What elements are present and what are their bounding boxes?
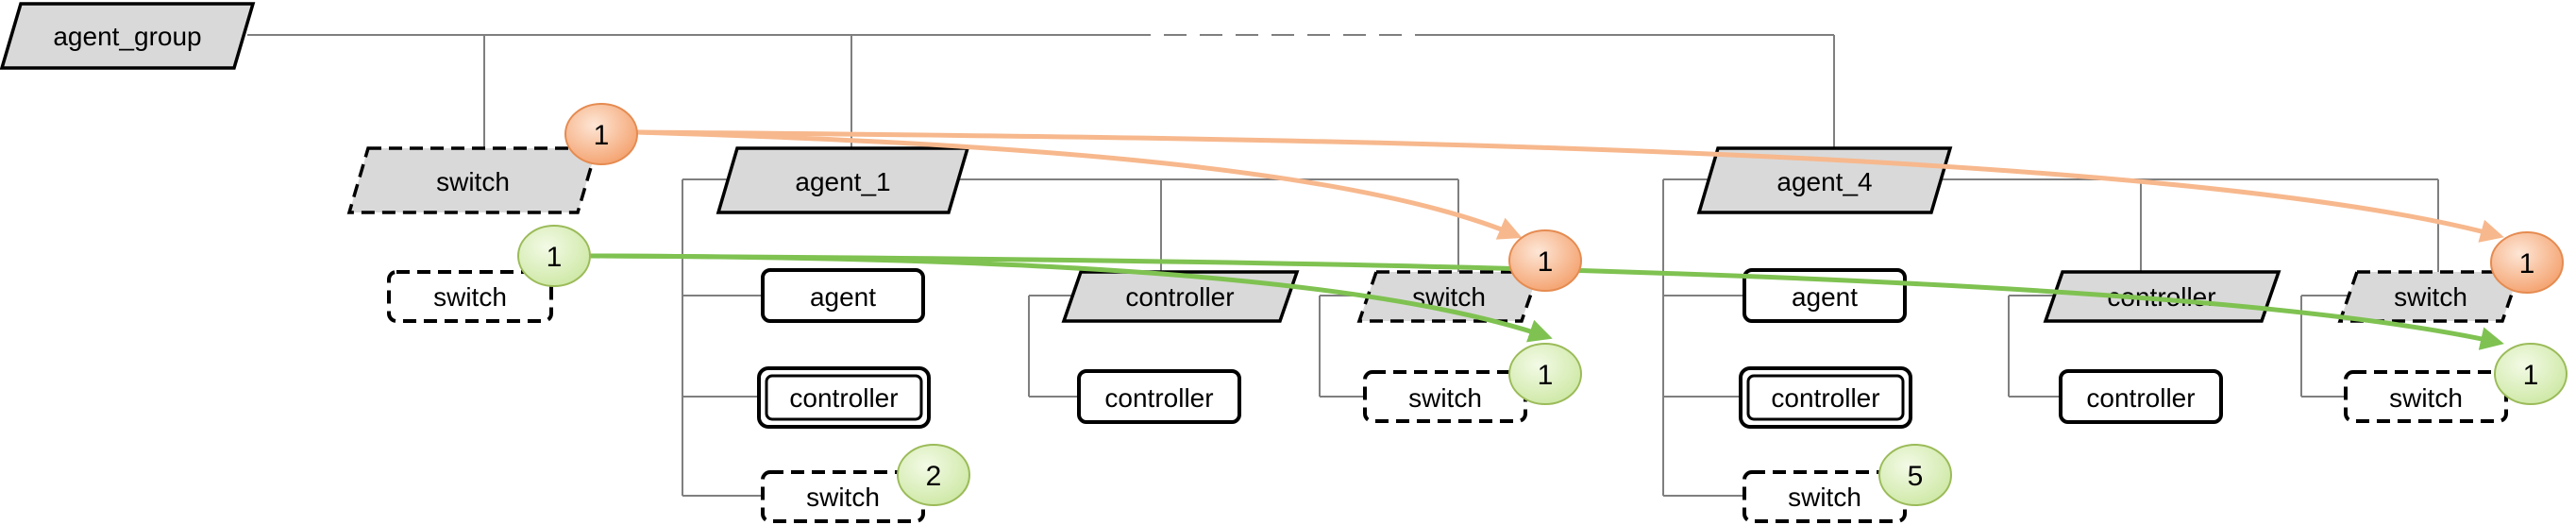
badge-green-agent-4-count-label: 5 xyxy=(1908,461,1924,492)
badge-green-source: 1 xyxy=(517,225,591,287)
node-agent-4-switch-label: switch xyxy=(1788,483,1861,512)
node-agent-1-switch[interactable]: switch xyxy=(761,470,925,523)
arrow-orange-to-agent-4 xyxy=(636,129,2504,243)
node-agent-group-label: agent_group xyxy=(53,22,201,51)
node-agent-1-switch-child-label: switch xyxy=(1408,383,1482,413)
badge-green-agent-4: 1 xyxy=(2494,343,2568,405)
arrow-green-to-agent-4 xyxy=(589,253,2504,350)
arrows xyxy=(589,129,2504,350)
node-switch-left-label: switch xyxy=(433,282,507,312)
badge-orange-agent-4: 1 xyxy=(2490,231,2564,294)
node-agent-4-controller-child[interactable]: controller xyxy=(2059,369,2223,424)
badge-green-source-label: 1 xyxy=(547,242,563,273)
badge-green-agent-1-count: 2 xyxy=(897,444,970,506)
node-agent-4-agent-label: agent xyxy=(1792,282,1858,312)
node-agent-4-controller-para[interactable]: controller xyxy=(2043,270,2281,323)
node-agent-1-controller-child-label: controller xyxy=(1104,383,1213,413)
badge-green-agent-4-label: 1 xyxy=(2523,360,2539,391)
badge-orange-agent-1: 1 xyxy=(1508,229,1582,292)
node-agent-4-switch[interactable]: switch xyxy=(1743,470,1907,523)
node-switch-top[interactable]: switch xyxy=(346,146,599,214)
node-switch-left[interactable]: switch xyxy=(387,270,553,323)
node-agent-1-switch-para[interactable]: switch xyxy=(1356,270,1541,323)
node-agent-4-switch-para[interactable]: switch xyxy=(2337,270,2522,323)
node-agent-1-controller-para-label: controller xyxy=(1125,282,1234,312)
node-agent-1-label: agent_1 xyxy=(795,167,890,196)
badge-green-agent-1-count-label: 2 xyxy=(926,461,942,492)
tree-connectors xyxy=(247,34,2439,497)
node-agent-4-switch-child-label: switch xyxy=(2389,383,2463,413)
node-agent-1[interactable]: agent_1 xyxy=(716,146,970,214)
node-agent-4-switch-child[interactable]: switch xyxy=(2344,370,2508,423)
node-agent-1-controller-child[interactable]: controller xyxy=(1077,369,1241,424)
badge-orange-source: 1 xyxy=(564,103,638,165)
arrow-orange-to-agent-1 xyxy=(636,129,1523,240)
badge-orange-agent-4-label: 1 xyxy=(2519,248,2535,279)
badge-orange-source-label: 1 xyxy=(594,120,610,151)
badge-green-agent-4-count: 5 xyxy=(1878,444,1952,506)
badge-orange-agent-1-label: 1 xyxy=(1538,246,1554,278)
node-agent-4-switch-para-label: switch xyxy=(2394,282,2467,312)
node-agent-1-switch-child[interactable]: switch xyxy=(1363,370,1527,423)
node-agent-1-switch-label: switch xyxy=(806,483,880,512)
node-agent-4-controller-child-label: controller xyxy=(2086,383,2195,413)
node-agent-1-controller-para[interactable]: controller xyxy=(1061,270,1300,323)
node-agent-4-controller-label: controller xyxy=(1771,383,1879,413)
node-agent-1-controller-label: controller xyxy=(789,383,898,413)
badge-green-agent-1: 1 xyxy=(1508,343,1582,405)
node-switch-top-label: switch xyxy=(436,167,510,196)
node-agent-4-controller[interactable]: controller xyxy=(1739,366,1912,429)
node-agent-group[interactable]: agent_group xyxy=(0,2,256,70)
badges: 1 1 1 1 2 1 1 5 xyxy=(517,103,2568,506)
badge-green-agent-1-label: 1 xyxy=(1538,360,1554,391)
node-agent-4-label: agent_4 xyxy=(1776,167,1872,196)
node-agent-1-agent[interactable]: agent xyxy=(761,268,925,323)
node-agent-1-agent-label: agent xyxy=(810,282,876,312)
node-agent-1-controller[interactable]: controller xyxy=(757,366,931,429)
